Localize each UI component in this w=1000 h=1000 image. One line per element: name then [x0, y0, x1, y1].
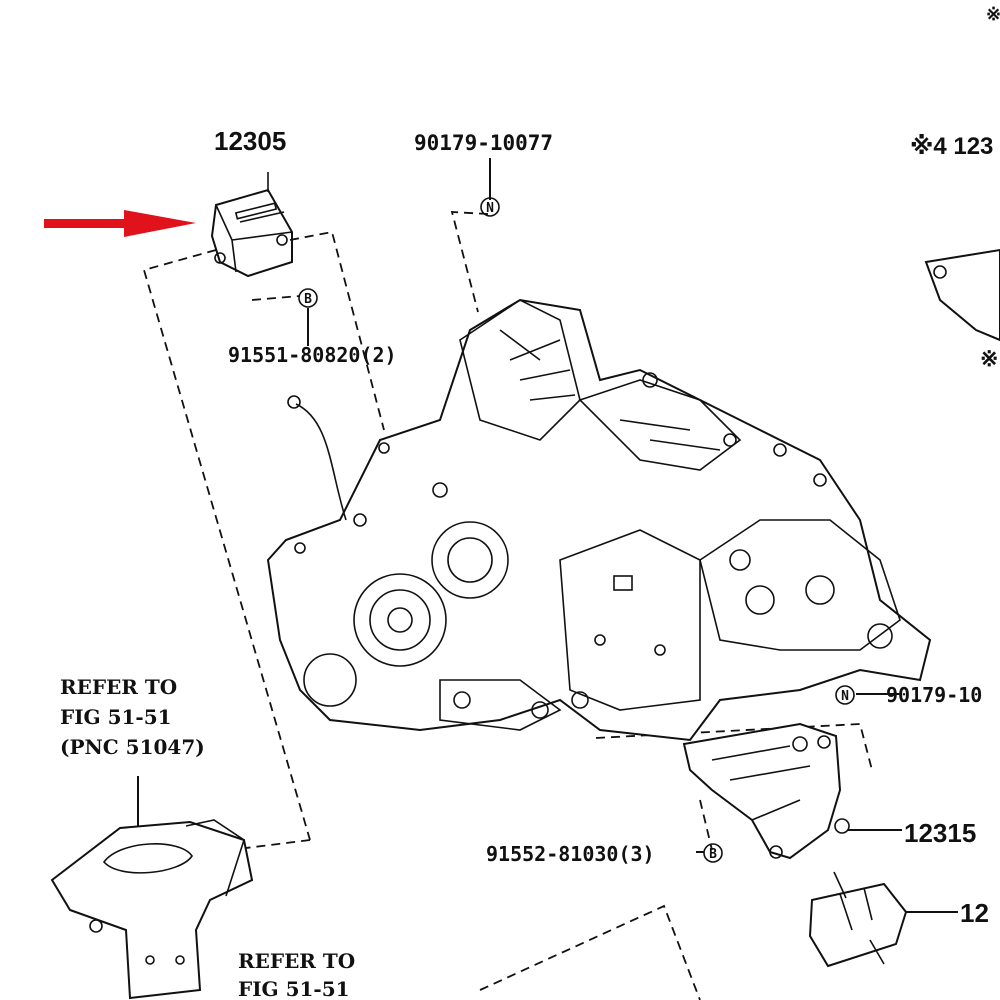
svg-text:B: B [709, 847, 717, 862]
leader-lines [307, 158, 902, 853]
engine-mount-lower-left[interactable] [50, 776, 254, 1000]
note-mark-right-mid: ※ [980, 347, 998, 372]
engine-mount-insulator-lower-right[interactable] [808, 871, 958, 968]
refer-note-a-line1: REFER TO [60, 675, 177, 699]
svg-text:N: N [841, 689, 849, 704]
part-number-91551-80820[interactable]: 91551-80820(2) [228, 343, 397, 367]
part-number-91552-81030[interactable]: 91552-81030(3) [486, 842, 655, 866]
svg-text:B: B [304, 292, 312, 307]
note-mark-top-right: ※ [986, 4, 1000, 25]
marker-b-bottom: B [703, 843, 723, 863]
marker-b-top: B [298, 288, 318, 308]
red-pointer-arrow [44, 210, 196, 237]
part-number-90179-10077[interactable]: 90179-10077 [414, 131, 553, 155]
refer-note-a-line2: FIG 51-51 [60, 705, 172, 729]
refer-note-b-line2: FIG 51-51 [238, 977, 350, 1000]
engine-mount-bracket-12315[interactable] [682, 722, 902, 860]
svg-text:N: N [486, 201, 494, 216]
part-number-12305[interactable]: 12305 [214, 126, 286, 156]
marker-n-top: N [480, 197, 500, 217]
part-number-12315[interactable]: 12315 [904, 818, 976, 848]
engine-mount-top-right-partial[interactable] [924, 248, 1000, 342]
refer-note-a-line3: (PNC 51047) [60, 735, 205, 759]
engine-assembly [266, 298, 932, 742]
part-number-90179-10-right[interactable]: 90179-10 [886, 683, 982, 707]
marker-n-right: N [835, 685, 855, 705]
part-number-top-right-partial[interactable]: ※4 123 [910, 133, 993, 160]
part-number-bottom-right-partial[interactable]: 12 [960, 898, 989, 928]
engine-mount-bracket-12305[interactable] [210, 172, 293, 278]
refer-note-b-line1: REFER TO [238, 949, 355, 973]
